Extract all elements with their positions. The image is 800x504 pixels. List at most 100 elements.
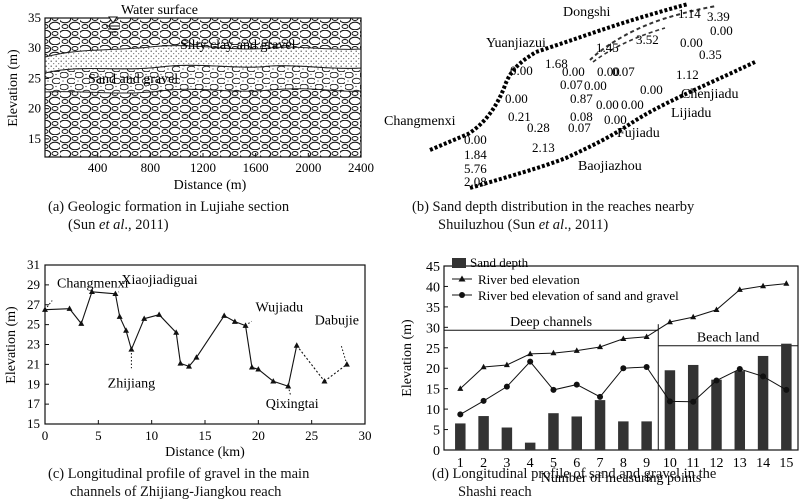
sand-gravel-bed-point (503, 383, 510, 390)
gravel-profile-point (66, 305, 73, 311)
depth-value-label: 0.00 (562, 64, 585, 79)
gravel-profile-segment (130, 318, 145, 350)
panel-d-xtick-label: 10 (663, 456, 677, 471)
gravel-profile-point (123, 327, 130, 333)
panel-d-xtick-label: 1 (457, 456, 464, 471)
legend-bar-swatch (452, 258, 466, 268)
caption-b: (b) Sand depth distribution in the reach… (412, 199, 695, 233)
gravel-profile-segment (273, 380, 289, 387)
river-bed-point (480, 363, 487, 370)
sand-gravel-bed-point (597, 393, 604, 400)
legend-triangle-marker-icon (458, 275, 466, 282)
river-bed-point (713, 306, 720, 312)
panel-d-ytick-label: 10 (426, 403, 440, 418)
water-surface-marker-icon (108, 16, 118, 24)
sand-depth-bar (618, 421, 629, 450)
panel-d-ytick-label: 5 (433, 424, 440, 439)
gravel-profile-point (141, 315, 148, 321)
panel-d-xtick-label: 7 (597, 456, 604, 471)
region-label: Deep channels (510, 315, 592, 330)
gravel-profile-point (88, 288, 95, 295)
gravel-profile-point (285, 383, 292, 389)
panel-d-xtick-label: 5 (550, 456, 557, 471)
panel-a-xlabel: Distance (m) (174, 178, 247, 193)
gravel-profile-segment (158, 314, 177, 333)
depth-value-label: 0.35 (699, 47, 722, 62)
river-bed-point (690, 313, 697, 320)
panel-d-xlabel: Number of measuring points (541, 471, 702, 486)
gravel-profile-point (186, 363, 192, 369)
legend-river-bed: River bed elevation (478, 272, 580, 287)
depth-value-label: 0.08 (570, 109, 593, 124)
panel-d-ytick-label: 45 (426, 260, 440, 275)
panel-d-xtick-label: 14 (756, 456, 770, 471)
river-bed-point (527, 350, 534, 357)
sand-depth-bar (501, 427, 513, 450)
panel-a-ylabel: Elevation (m) (6, 49, 21, 127)
gravel-profile-segment (324, 363, 348, 382)
gravel-profile-segment (114, 293, 121, 317)
panel-a-ytick-label: 15 (28, 131, 41, 146)
panel-a-xtick-label: 1600 (243, 160, 269, 175)
annotation-leader (287, 386, 292, 396)
panel-c-xlabel: Distance (km) (165, 445, 245, 460)
panel-c-xtick-label: 25 (305, 428, 318, 443)
panel-d-ytick-label: 35 (426, 301, 440, 316)
panel-c-ytick-label: 31 (27, 257, 40, 272)
depth-value-label: 0.21 (508, 109, 531, 124)
panel-d-ytick-label: 20 (426, 362, 440, 377)
panel-d-xtick-label: 2 (480, 456, 487, 471)
panel-c-ytick-label: 23 (27, 337, 40, 352)
river-bed-point (573, 347, 580, 353)
sand-gravel-bed-point (620, 365, 627, 372)
gravel-profile-point (116, 313, 123, 319)
gravel-profile-segment (119, 316, 127, 331)
panel-d-xtick-label: 3 (503, 456, 510, 471)
panel-d-ytick-label: 30 (426, 321, 440, 336)
panel-a-ytick-label: 20 (28, 101, 41, 116)
sand-depth-bar (478, 416, 489, 450)
sand-depth-bar (687, 364, 699, 450)
depth-value-label: 0.00 (604, 112, 627, 127)
panel-c-ytick-label: 21 (27, 356, 40, 371)
place-label: Dongshi (563, 5, 611, 20)
north-bank-line (429, 2, 689, 152)
gravel-profile-point (321, 378, 328, 384)
depth-value-label: 0.07 (560, 77, 583, 92)
gravel-profile-point (231, 318, 238, 324)
sand-gravel-bed-point (783, 386, 790, 393)
caption-c: (c) Longitudinal profile of gravel in th… (48, 466, 310, 500)
depth-value-label: 0.00 (640, 82, 663, 97)
annotation-leader (245, 320, 252, 327)
panel-d-xtick-label: 4 (527, 456, 534, 471)
gravel-profile-segment (196, 315, 225, 358)
panel-d-xtick-label: 6 (573, 456, 580, 471)
gravel-profile-point (78, 320, 85, 326)
panel-c-ytick-label: 19 (27, 376, 40, 391)
gravel-profile-point (221, 312, 228, 318)
panel-c-ylabel: Elevation (m) (4, 306, 19, 384)
panel-c-xtick-label: 15 (199, 428, 212, 443)
river-bed-point (736, 286, 743, 292)
sand-depth-bar (524, 442, 536, 450)
panel-c-xtick-label: 10 (145, 428, 158, 443)
gravel-profile-point (248, 364, 255, 370)
panel-a-xtick-label: 400 (88, 160, 108, 175)
depth-value-label: 0.00 (584, 78, 607, 93)
depth-value-label: 0.00 (510, 63, 533, 78)
panel-d-xtick-label: 15 (779, 456, 793, 471)
panel-d-ytick-label: 25 (426, 342, 440, 357)
panel-a-ytick-label: 30 (28, 40, 41, 55)
panel-c-ytick-label: 29 (27, 277, 40, 292)
gravel-profile-point (156, 311, 163, 317)
panel-a-xtick-label: 2000 (295, 160, 321, 175)
panel-a-ytick-label: 35 (28, 10, 41, 25)
panel-d-ylabel: Elevation (m) (400, 319, 415, 397)
gravel-profile-segment (69, 308, 82, 324)
depth-value-label: 0.00 (710, 23, 733, 38)
sand-gravel-bed-point (643, 363, 650, 370)
panel-a-xtick-label: 2400 (348, 160, 374, 175)
